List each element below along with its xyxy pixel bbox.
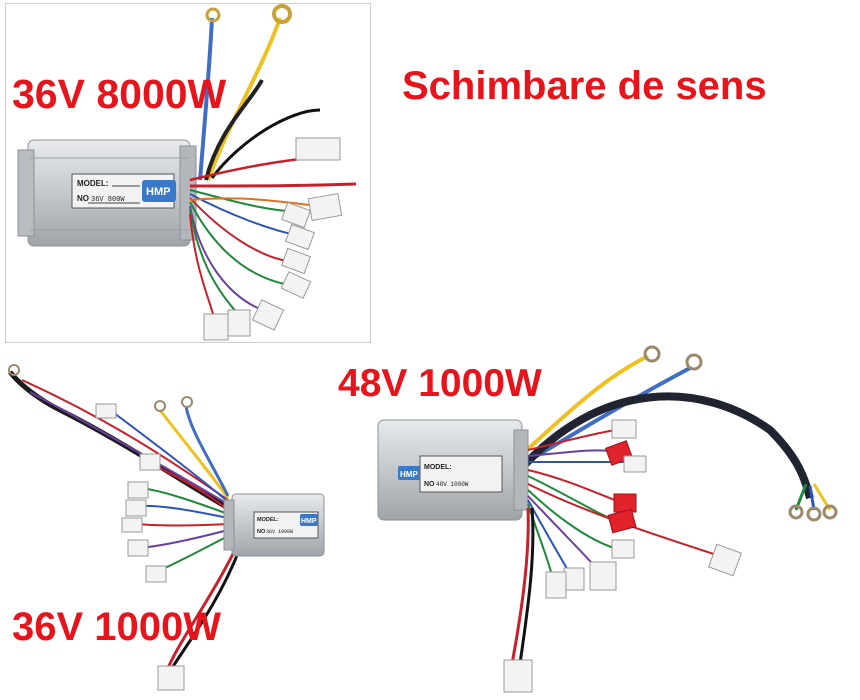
nameplate-no-value: 36V 800W xyxy=(91,196,125,204)
controller-36v-1000w: MODEL: NO 36V 1000W HMP xyxy=(8,364,325,691)
brand-logo: HMP xyxy=(400,470,418,479)
nameplate-model: MODEL: xyxy=(257,517,279,523)
page-title: Schimbare de sens xyxy=(402,64,767,108)
controller-48v-1000w: HMP MODEL: NO 48V 1000W xyxy=(377,345,838,693)
brand-logo: HMP xyxy=(146,186,170,198)
rating-label-36v-8000w: 36V 8000W xyxy=(12,71,227,117)
rating-label-48v-1000w: 48V 1000W xyxy=(338,362,542,405)
controller-36v-8000w: MODEL: NO 36V 800W HMP xyxy=(17,4,357,341)
nameplate-no-value: 36V 1000W xyxy=(266,529,293,535)
nameplate-no-prefix: NO xyxy=(257,529,266,535)
nameplate-no-value: 48V 1000W xyxy=(436,481,469,488)
nameplate-no-prefix: NO xyxy=(424,481,435,488)
nameplate-model: MODEL: xyxy=(77,179,109,188)
nameplate-model: MODEL: xyxy=(424,464,452,471)
nameplate-no-prefix: NO xyxy=(77,194,89,203)
rating-label-36v-1000w: 36V 1000W xyxy=(12,605,222,649)
brand-logo: HMP xyxy=(301,518,317,525)
